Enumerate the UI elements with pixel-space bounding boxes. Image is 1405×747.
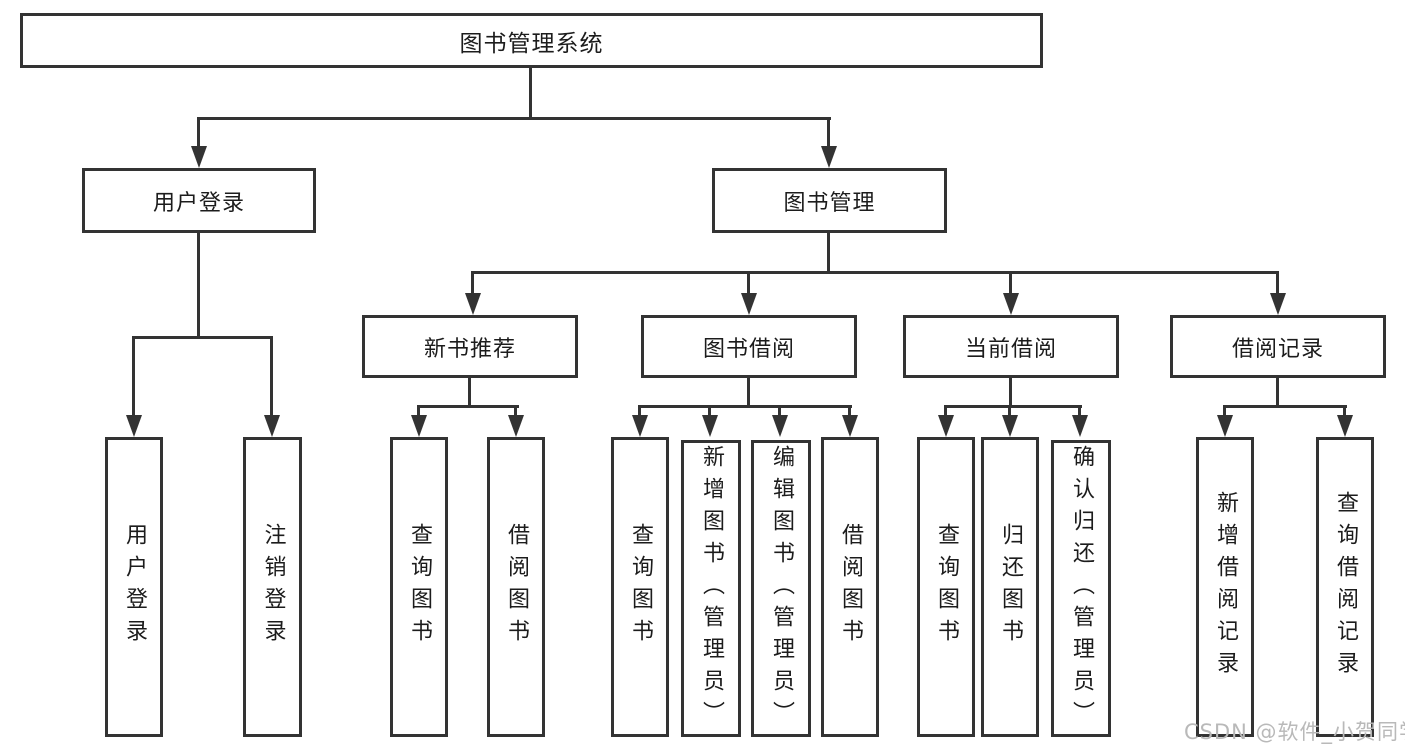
leaf-user-login: 用户登录 xyxy=(105,437,163,737)
leaf-add-books-admin: 新增图书（管理员） xyxy=(681,440,741,737)
arrow-down-icon xyxy=(191,146,207,168)
connector-leaf xyxy=(417,405,420,418)
connector-root-stem xyxy=(529,68,532,120)
connector-records-split xyxy=(1223,405,1347,408)
leaf-return-books-label: 归还图书 xyxy=(998,523,1023,651)
node-current-borrowing-label: 当前借阅 xyxy=(964,336,1057,362)
arrow-down-icon xyxy=(465,293,481,315)
arrow-down-icon xyxy=(126,415,142,437)
node-book-management: 图书管理 xyxy=(712,168,947,233)
connector-leaf xyxy=(1078,405,1081,418)
arrow-down-icon xyxy=(1217,415,1233,437)
connector-new-book-split xyxy=(417,405,519,408)
leaf-edit-books-admin: 编辑图书（管理员） xyxy=(751,440,811,737)
connector-leaf xyxy=(708,405,711,418)
arrow-down-icon xyxy=(508,415,524,437)
connector-leaf xyxy=(944,405,947,418)
leaf-borrow-books-2-label: 借阅图书 xyxy=(838,523,863,651)
leaf-query-books-1-label: 查询图书 xyxy=(407,523,432,651)
arrow-down-icon xyxy=(1072,415,1088,437)
csdn-watermark: CSDN @软件_小贺同学 xyxy=(1184,720,1405,744)
leaf-borrow-books-2: 借阅图书 xyxy=(821,437,879,737)
node-user-login-label: 用户登录 xyxy=(152,190,245,216)
connector-leaf xyxy=(638,405,641,418)
node-user-login: 用户登录 xyxy=(82,168,316,233)
connector-to-records xyxy=(1276,271,1279,296)
leaf-add-borrow-record-label: 新增借阅记录 xyxy=(1213,491,1238,683)
leaf-add-borrow-record: 新增借阅记录 xyxy=(1196,437,1254,737)
connector-to-current xyxy=(1009,271,1012,296)
connector-to-user-login xyxy=(197,117,200,148)
connector-leaf xyxy=(1343,405,1346,418)
leaf-query-books-3-label: 查询图书 xyxy=(934,523,959,651)
leaf-borrow-books-1: 借阅图书 xyxy=(487,437,545,737)
connector-to-leaf-login xyxy=(132,336,135,417)
leaf-query-books-3: 查询图书 xyxy=(917,437,975,737)
arrow-down-icon xyxy=(821,146,837,168)
arrow-down-icon xyxy=(1003,293,1019,315)
node-book-borrowing: 图书借阅 xyxy=(641,315,857,378)
connector-new-book-stem xyxy=(468,378,471,408)
arrow-down-icon xyxy=(632,415,648,437)
leaf-confirm-return-admin-label: 确认归还（管理员） xyxy=(1069,444,1094,733)
leaf-borrow-books-1-label: 借阅图书 xyxy=(504,523,529,651)
leaf-user-login-label: 用户登录 xyxy=(122,523,147,651)
arrow-down-icon xyxy=(411,415,427,437)
connector-book-mgmt-stem xyxy=(827,233,830,274)
node-current-borrowing: 当前借阅 xyxy=(903,315,1119,378)
node-library-management-system: 图书管理系统 xyxy=(20,13,1043,68)
arrow-down-icon xyxy=(1002,415,1018,437)
connector-current-split xyxy=(944,405,1082,408)
node-book-borrowing-label: 图书借阅 xyxy=(702,336,795,362)
node-library-management-system-label: 图书管理系统 xyxy=(459,30,604,57)
arrow-down-icon xyxy=(264,415,280,437)
arrow-down-icon xyxy=(1270,293,1286,315)
connector-leaf xyxy=(514,405,517,418)
connector-book-mgmt-split xyxy=(471,271,1279,274)
arrow-down-icon xyxy=(702,415,718,437)
leaf-return-books: 归还图书 xyxy=(981,437,1039,737)
leaf-add-books-admin-label: 新增图书（管理员） xyxy=(699,444,724,733)
leaf-query-books-2: 查询图书 xyxy=(611,437,669,737)
connector-records-stem xyxy=(1276,378,1279,408)
connector-to-leaf-logout xyxy=(270,336,273,417)
leaf-query-borrow-record: 查询借阅记录 xyxy=(1316,437,1374,737)
leaf-query-books-1: 查询图书 xyxy=(390,437,448,737)
leaf-query-books-2-label: 查询图书 xyxy=(628,523,653,651)
arrow-down-icon xyxy=(842,415,858,437)
connector-leaf xyxy=(778,405,781,418)
connector-book-borrow-stem xyxy=(747,378,750,408)
connector-to-book-mgmt xyxy=(827,117,830,148)
node-new-book-recommend: 新书推荐 xyxy=(362,315,578,378)
connector-user-login-split xyxy=(132,336,273,339)
connector-current-stem xyxy=(1009,378,1012,408)
connector-root-split xyxy=(198,117,831,120)
arrow-down-icon xyxy=(772,415,788,437)
arrow-down-icon xyxy=(741,293,757,315)
connector-to-new-book xyxy=(471,271,474,296)
leaf-logout: 注销登录 xyxy=(243,437,302,737)
node-borrow-records-label: 借阅记录 xyxy=(1231,336,1324,362)
connector-leaf xyxy=(848,405,851,418)
leaf-query-borrow-record-label: 查询借阅记录 xyxy=(1333,491,1358,683)
leaf-logout-label: 注销登录 xyxy=(260,523,286,651)
leaf-confirm-return-admin: 确认归还（管理员） xyxy=(1051,440,1111,737)
connector-leaf xyxy=(1008,405,1011,418)
connector-book-borrow-split xyxy=(638,405,852,408)
connector-leaf xyxy=(1223,405,1226,418)
arrow-down-icon xyxy=(1337,415,1353,437)
leaf-edit-books-admin-label: 编辑图书（管理员） xyxy=(769,444,794,733)
node-book-management-label: 图书管理 xyxy=(783,190,876,216)
connector-user-login-stem xyxy=(197,233,200,339)
node-borrow-records: 借阅记录 xyxy=(1170,315,1386,378)
node-new-book-recommend-label: 新书推荐 xyxy=(423,336,516,362)
connector-to-book-borrow xyxy=(747,271,750,296)
arrow-down-icon xyxy=(938,415,954,437)
